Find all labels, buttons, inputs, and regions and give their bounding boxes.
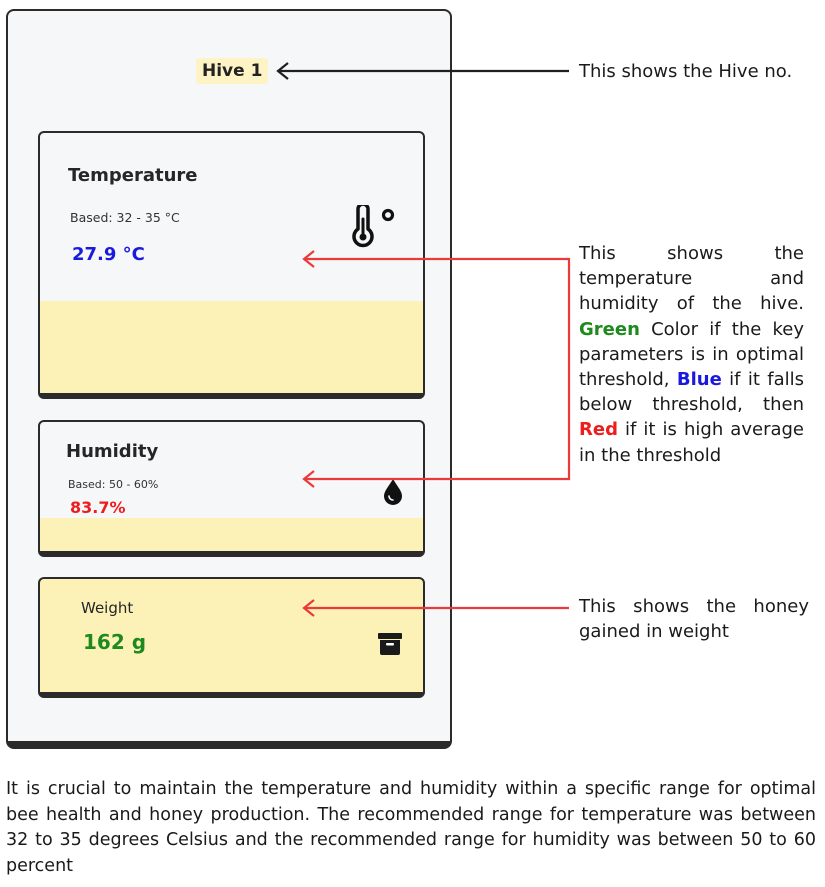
environment-bracket-arrows — [302, 250, 571, 488]
environment-annotation-part2: Color if the key parameters is in optima… — [579, 318, 804, 391]
temperature-card[interactable]: Temperature Based: 32 - 35 °C 27.9 °C — [38, 131, 425, 399]
weight-annotation: This shows the honey gained in weight — [579, 596, 809, 643]
environment-annotation-part3: if it falls below threshold, then — [579, 369, 804, 416]
humidity-card-fill — [40, 518, 423, 551]
weight-arrow — [302, 599, 569, 617]
environment-annotation: This shows the temperature and humidity … — [579, 241, 804, 468]
humidity-title: Humidity — [66, 441, 159, 462]
humidity-value: 83.7% — [70, 498, 126, 517]
green-keyword: Green — [579, 318, 640, 340]
humidity-card[interactable]: Humidity Based: 50 - 60% 83.7% — [38, 420, 425, 557]
archive-box-icon — [378, 633, 402, 655]
environment-annotation-part4: if it is high average in the threshold — [579, 419, 804, 466]
red-keyword: Red — [579, 419, 618, 441]
hive-annotation: This shows the Hive no. — [579, 61, 793, 82]
weight-title: Weight — [81, 599, 134, 617]
water-drop-icon — [384, 479, 402, 505]
temperature-title: Temperature — [68, 165, 198, 186]
environment-annotation-part1: This shows the temperature and humidity … — [579, 243, 804, 315]
temperature-based-range: Based: 32 - 35 °C — [70, 210, 180, 225]
hive-arrow — [276, 62, 569, 80]
footer-paragraph: It is crucial to maintain the temperatur… — [6, 779, 816, 876]
weight-card[interactable]: Weight 162 g — [38, 577, 425, 698]
temperature-value: 27.9 °C — [72, 244, 145, 265]
temperature-card-fill — [40, 301, 423, 393]
thermometer-icon — [352, 205, 395, 248]
weight-value: 162 g — [83, 630, 147, 654]
humidity-based-range: Based: 50 - 60% — [68, 478, 159, 491]
hive-title: Hive 1 — [196, 58, 269, 84]
blue-keyword: Blue — [676, 369, 722, 391]
